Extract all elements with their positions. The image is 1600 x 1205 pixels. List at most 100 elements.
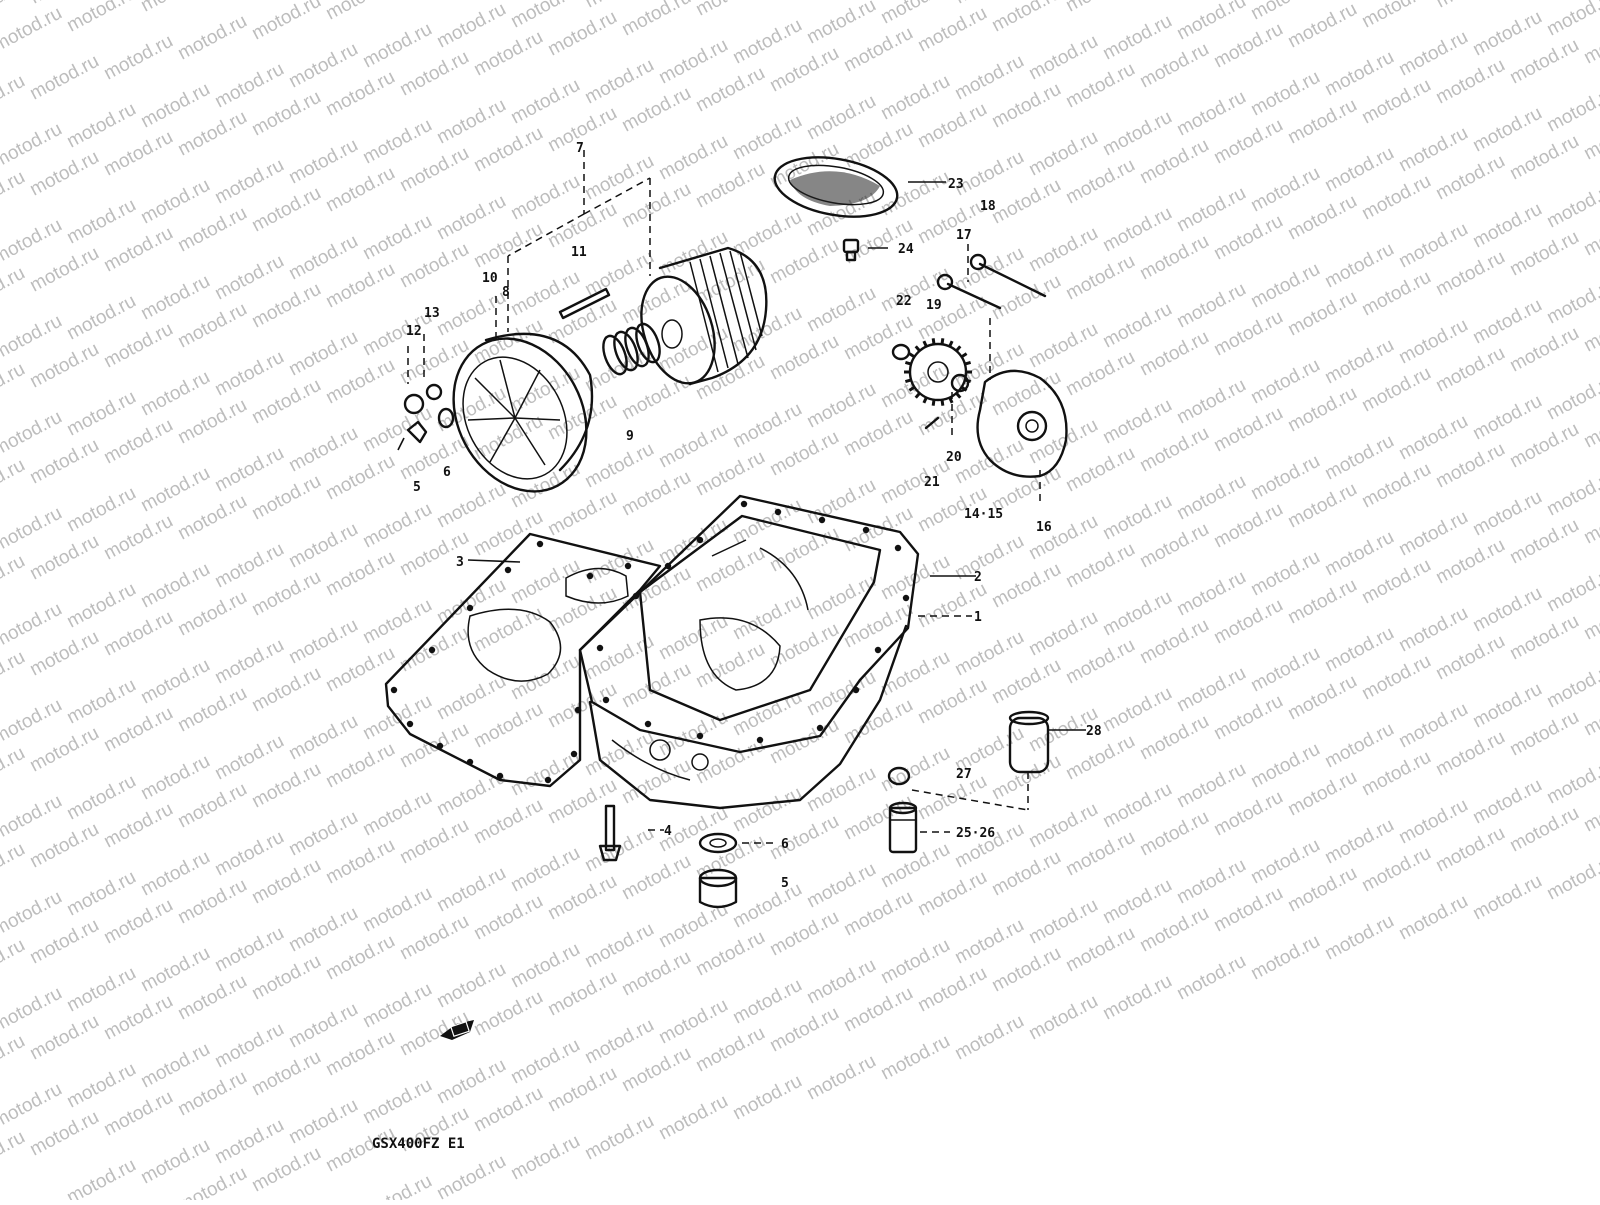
watermark-text: motod.ru [581, 1015, 657, 1069]
watermark-text: motod.ru [729, 783, 805, 837]
watermark-text: motod.ru [1432, 343, 1508, 397]
watermark-text: motod.ru [174, 1067, 250, 1121]
watermark-text: motod.ru [1358, 651, 1434, 705]
watermark-text: motod.ru [63, 579, 139, 633]
watermark-text: motod.ru [803, 1051, 879, 1105]
watermark-text: motod.ru [433, 1055, 509, 1109]
watermark-text: motod.ru [248, 183, 324, 237]
watermark-text: motod.ru [1358, 363, 1434, 417]
watermark-text: motod.ru [1099, 11, 1175, 65]
watermark-text: motod.ru [0, 311, 66, 365]
watermark-text: motod.ru [1469, 295, 1545, 349]
watermark-text: motod.ru [1210, 403, 1286, 457]
bolt-hole [645, 721, 651, 727]
watermark-text: motod.ru [1469, 679, 1545, 733]
watermark-text: motod.ru [877, 167, 953, 221]
watermark-text: motod.ru [1025, 223, 1101, 277]
watermark-text: motod.ru [1358, 267, 1434, 321]
watermark-text: motod.ru [1025, 991, 1101, 1045]
callout-16: 16 [1036, 520, 1052, 535]
watermark-text: motod.ru [322, 931, 398, 985]
watermark-text: motod.ru [803, 955, 879, 1009]
watermark-text: motod.ru [396, 815, 472, 869]
bolt-hole [625, 563, 631, 569]
bolt-hole [875, 647, 881, 653]
watermark-text: motod.ru [63, 291, 139, 345]
watermark-text: motod.ru [507, 75, 583, 129]
watermark-text: motod.ru [0, 167, 29, 221]
watermark-text: motod.ru [470, 987, 546, 1041]
watermark-text: motod.ru [544, 679, 620, 733]
callout-2: 2 [974, 570, 982, 585]
watermark-text: motod.ru [396, 527, 472, 581]
watermark-text: motod.ru [1025, 127, 1101, 181]
callout-5-upper: 5 [413, 480, 421, 495]
watermark-text: motod.ru [1284, 95, 1360, 149]
callout-20: 20 [946, 450, 962, 465]
watermark-text: motod.ru [1395, 795, 1471, 849]
watermark-text: motod.ru [1284, 479, 1360, 533]
watermark-text: motod.ru [729, 15, 805, 69]
gear-tooth [942, 400, 943, 406]
watermark-text: motod.ru [655, 131, 731, 185]
watermark-text: motod.ru [1506, 131, 1582, 185]
watermark-text: motod.ru [581, 919, 657, 973]
watermark-text: motod.ru [137, 271, 213, 325]
watermark-text: motod.ru [359, 499, 435, 553]
watermark-text: motod.ru [285, 711, 361, 765]
bolt-hole [545, 777, 551, 783]
watermark-text: motod.ru [1025, 31, 1101, 85]
watermark-text: motod.ru [26, 339, 102, 393]
watermark-text: motod.ru [63, 0, 139, 36]
watermark-text: motod.ru [581, 55, 657, 109]
gear-tooth [916, 346, 920, 351]
watermark-text: motod.ru [63, 867, 139, 921]
watermark-text: motod.ru [655, 611, 731, 665]
callout-6-upper: 6 [443, 465, 451, 480]
watermark-text: motod.ru [1062, 443, 1138, 497]
watermark-text: motod.ru [803, 91, 879, 145]
watermark-text: motod.ru [1395, 891, 1471, 945]
watermark-text: motod.ru [359, 115, 435, 169]
watermark-text: motod.ru [1247, 931, 1323, 985]
watermark-text: motod.ru [26, 435, 102, 489]
watermark-text: motod.ru [137, 367, 213, 421]
watermark-text: motod.ru [1284, 863, 1360, 917]
watermark-text: motod.ru [63, 1155, 139, 1200]
watermark-text: motod.ru [507, 459, 583, 513]
watermark-text: motod.ru [211, 1019, 287, 1073]
watermark-text: motod.ru [174, 779, 250, 833]
watermark-text: motod.ru [137, 175, 213, 229]
watermark-text: motod.ru [1469, 871, 1545, 925]
watermark-text: motod.ru [1321, 47, 1397, 101]
watermark-text: motod.ru [1136, 231, 1212, 285]
watermark-text: motod.ru [1247, 67, 1323, 121]
watermark-text: motod.ru [433, 287, 509, 341]
watermark-text: motod.ru [174, 587, 250, 641]
watermark-text: motod.ru [1247, 547, 1323, 601]
watermark-text: motod.ru [507, 1131, 583, 1185]
watermark-text: motod.ru [914, 675, 990, 729]
watermark-text: motod.ru [1062, 347, 1138, 401]
watermark-text: motod.ru [1062, 635, 1138, 689]
watermark-text: motod.ru [1321, 527, 1397, 581]
watermark-text: motod.ru [248, 471, 324, 525]
watermark-text: motod.ru [1321, 239, 1397, 293]
watermark-text: motod.ru [359, 19, 435, 73]
watermark-text: motod.ru [877, 455, 953, 509]
watermark-text: motod.ru [1469, 775, 1545, 829]
watermark-text: motod.ru [100, 319, 176, 373]
watermark-text: motod.ru [1136, 615, 1212, 669]
watermark-text: motod.ru [174, 299, 250, 353]
watermark-text: motod.ru [1173, 183, 1249, 237]
callout-13: 13 [424, 306, 440, 321]
watermark-text: motod.ru [1062, 59, 1138, 113]
bolt-hole [633, 593, 639, 599]
watermark-text: motod.ru [1136, 519, 1212, 573]
bolt-hole [819, 517, 825, 523]
watermark-text: motod.ru [1099, 779, 1175, 833]
model-code-label: GSX400FZ E1 [372, 1136, 465, 1152]
watermark-text: motod.ru [1247, 259, 1323, 313]
watermark-text: motod.ru [63, 675, 139, 729]
bolt-hole [603, 697, 609, 703]
